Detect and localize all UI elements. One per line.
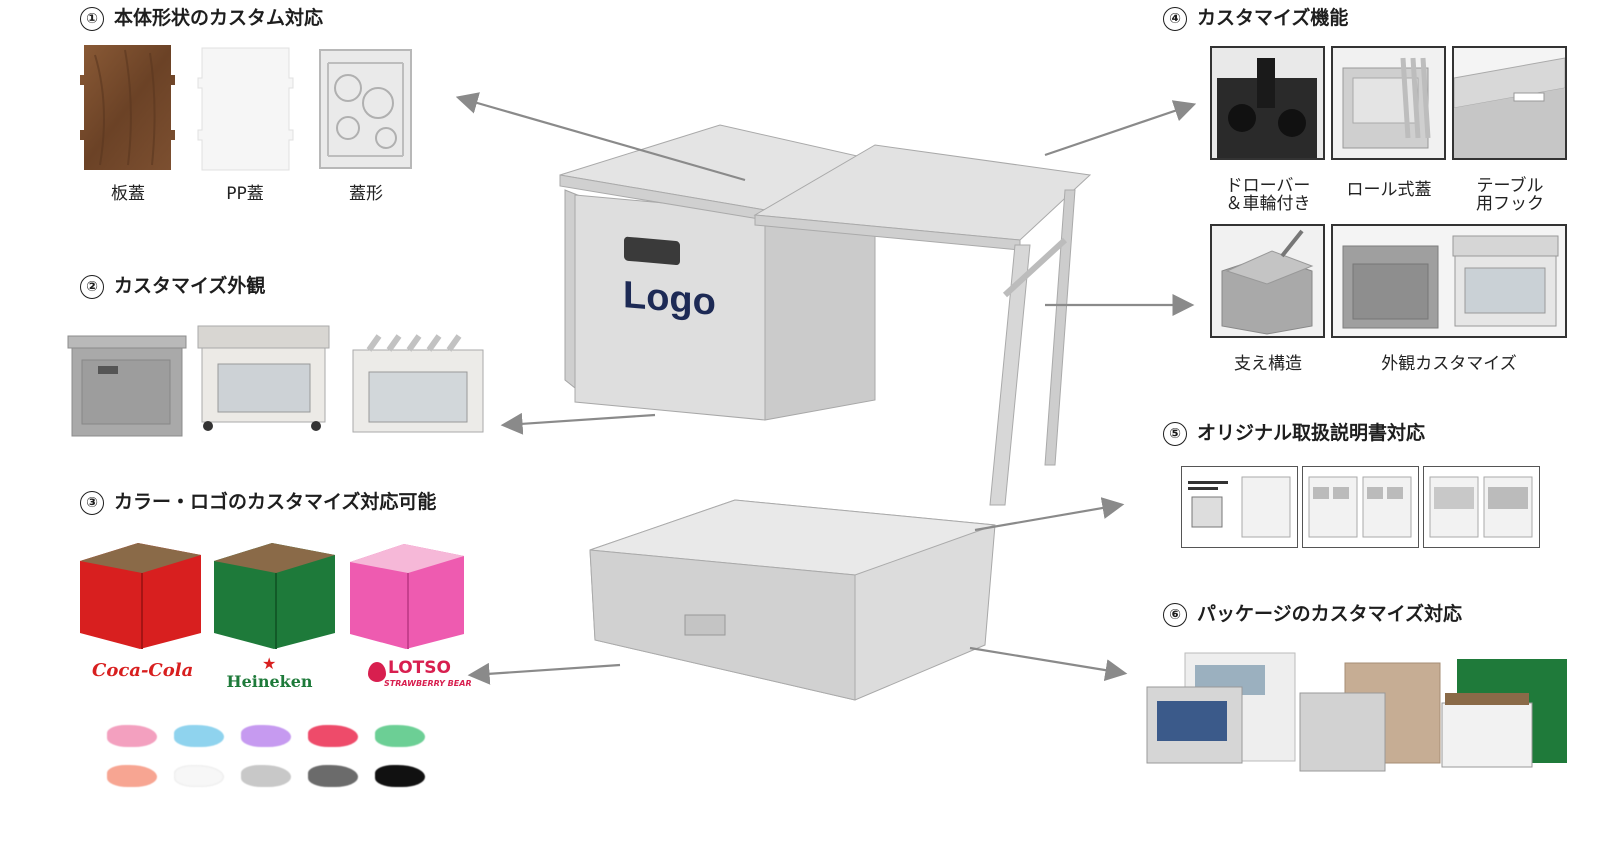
- section-6-title: パッケージのカスタマイズ対応: [1197, 603, 1463, 625]
- color-swatch: [174, 725, 224, 747]
- center-box-table-image: [559, 124, 1092, 506]
- section-4-number: ④: [1163, 6, 1187, 31]
- section-1-heading: ① 本体形状のカスタム対応: [80, 3, 323, 31]
- lid-shape-label: 蓋形: [349, 184, 383, 204]
- color-swatch: [308, 765, 358, 787]
- appearance-custom-thumbnail: [1331, 224, 1567, 338]
- section-6-number: ⑥: [1163, 602, 1187, 627]
- section-6-heading: ⑥ パッケージのカスタマイズ対応: [1163, 599, 1462, 627]
- section-2-title: カスタマイズ外観: [114, 275, 266, 297]
- strawberry-bear-logo: STRAWBERRY BEAR: [384, 679, 472, 688]
- manual-page-2: [1302, 466, 1419, 548]
- appearance-box-open-image: [352, 334, 484, 433]
- support-structure-thumbnail: [1210, 224, 1325, 338]
- drawbar-wheel-thumbnail: [1210, 46, 1325, 160]
- section-1-number: ①: [80, 6, 104, 31]
- section-2-heading: ② カスタマイズ外観: [80, 271, 265, 299]
- section-4-title: カスタマイズ機能: [1197, 7, 1349, 29]
- color-swatch: [174, 765, 224, 787]
- section-3-title: カラー・ロゴのカスタマイズ対応可能: [114, 491, 437, 513]
- section-5-title: オリジナル取扱説明書対応: [1197, 422, 1426, 444]
- strawberry-icon: [368, 662, 386, 682]
- color-swatch: [308, 725, 358, 747]
- folded-box-image: [589, 499, 996, 701]
- section-1-title: 本体形状のカスタム対応: [114, 7, 324, 29]
- appearance-box-white-image: [197, 325, 330, 431]
- package-images: [1146, 652, 1567, 772]
- appearance-box-grey-image: [67, 335, 187, 437]
- section-2-number: ②: [80, 274, 104, 299]
- roll-lid-thumbnail: [1331, 46, 1446, 160]
- manual-page-1: [1181, 466, 1298, 548]
- pp-lid-label: PP蓋: [226, 184, 264, 204]
- cocacola-logo: Coca-Cola: [92, 660, 194, 681]
- lotso-logo: LOTSO: [388, 658, 451, 678]
- section-3-heading: ③ カラー・ロゴのカスタマイズ対応可能: [80, 487, 436, 515]
- heineken-box-image: [214, 543, 335, 649]
- manual-page-3: [1423, 466, 1540, 548]
- color-swatch: [107, 725, 157, 747]
- table-hook-label-line1: テーブル: [1476, 176, 1544, 196]
- wood-lid-label: 板蓋: [111, 184, 145, 204]
- table-hook-label-line2: 用フック: [1476, 194, 1544, 214]
- section-3-number: ③: [80, 490, 104, 515]
- lotso-box-image: [350, 544, 464, 649]
- section-5-heading: ⑤ オリジナル取扱説明書対応: [1163, 418, 1425, 446]
- table-hook-thumbnail: [1452, 46, 1567, 160]
- color-swatch: [241, 765, 291, 787]
- pp-lid-image: [197, 47, 294, 171]
- section-5-number: ⑤: [1163, 421, 1187, 446]
- section-4-heading: ④ カスタマイズ機能: [1163, 3, 1348, 31]
- heineken-star-icon: ★: [262, 654, 277, 673]
- pattern-lid-image: [319, 49, 412, 169]
- color-swatch: [107, 765, 157, 787]
- support-structure-label: 支え構造: [1234, 354, 1302, 374]
- wood-lid-image: [80, 45, 175, 170]
- color-swatch: [241, 725, 291, 747]
- drawbar-label-line1: ドローバー: [1225, 176, 1311, 196]
- roll-lid-label: ロール式蓋: [1346, 180, 1432, 200]
- heineken-logo: Heineken: [226, 672, 313, 691]
- cocacola-box-image: [80, 543, 201, 649]
- color-swatch: [375, 725, 425, 747]
- appearance-custom-label: 外観カスタマイズ: [1381, 354, 1517, 374]
- drawbar-label-line2: ＆車輪付き: [1225, 194, 1311, 214]
- color-swatch: [375, 765, 425, 787]
